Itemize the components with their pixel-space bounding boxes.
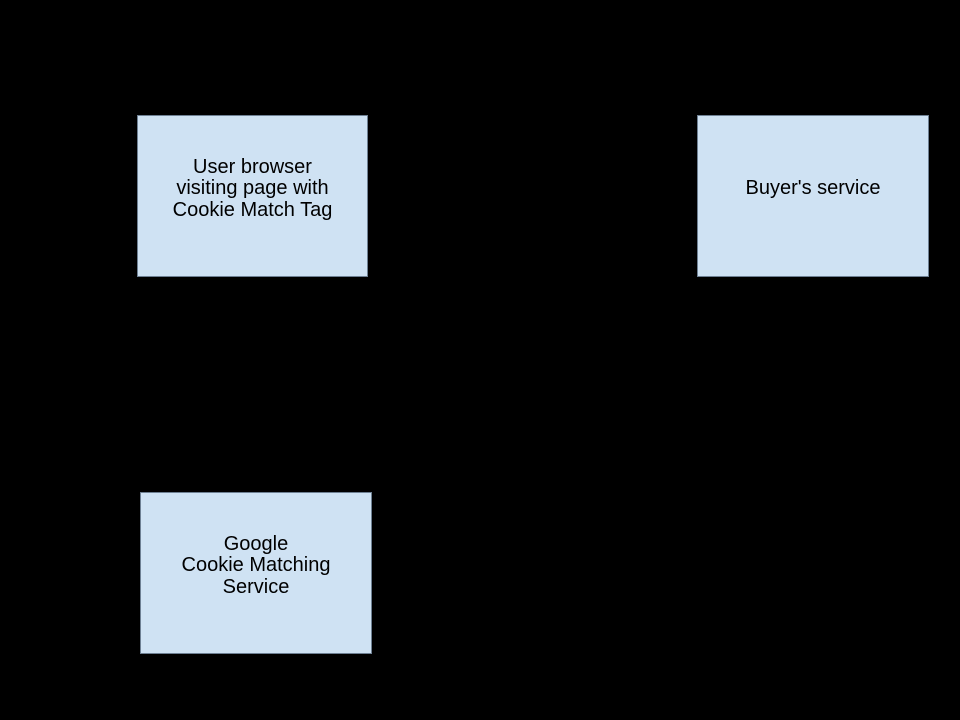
node-label-line: Cookie Matching (181, 554, 331, 577)
node-label-line: User browser (193, 155, 312, 178)
node-label-line: Cookie Match Tag (172, 198, 333, 221)
node-buyers-service: Buyer's service (697, 115, 929, 277)
node-google-cookie-matching-service: Google Cookie Matching Service (140, 492, 372, 654)
node-label-line: Google (223, 532, 289, 555)
node-label-line: Service (222, 575, 290, 598)
node-label-line: Buyer's service (745, 177, 881, 200)
node-user-browser: User browser visiting page with Cookie M… (137, 115, 368, 277)
node-label-line: visiting page with (176, 177, 329, 200)
